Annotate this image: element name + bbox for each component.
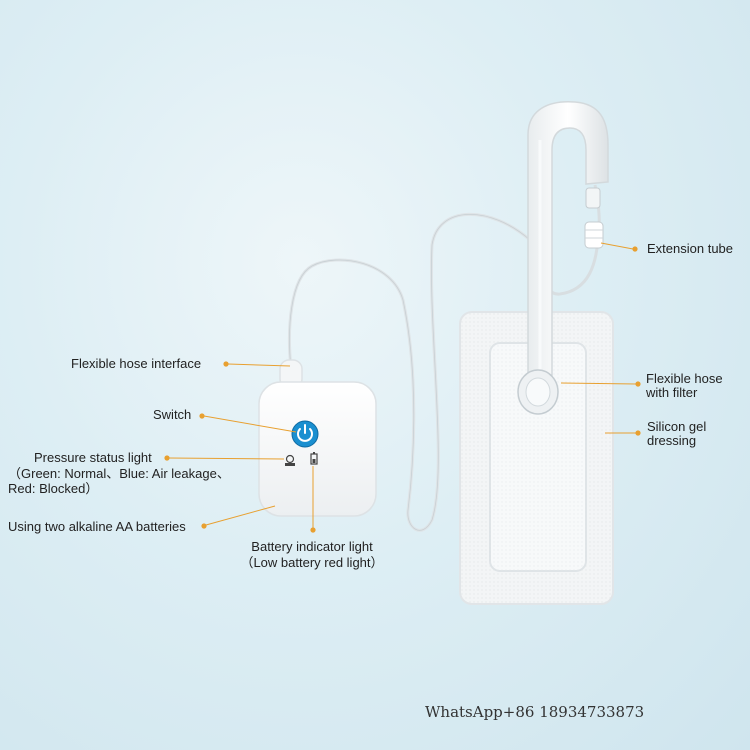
label-dressing-1: Silicon gel <box>647 419 707 434</box>
label-battery-indicator-1: Battery indicator light <box>251 539 373 554</box>
label-pressure-detail-1: （Green: Normal、Blue: Air leakage、 <box>8 466 230 481</box>
label-battery-indicator-2: （Low battery red light） <box>240 555 384 570</box>
label-extension-tube: Extension tube <box>647 241 734 256</box>
label-pressure-detail-2: Red: Blocked） <box>8 481 99 496</box>
pressure-light-icon <box>285 454 295 466</box>
power-icon[interactable] <box>291 420 319 448</box>
pump-device <box>258 359 377 517</box>
leader-lines <box>168 242 637 528</box>
flexible-hose-with-filter <box>527 101 609 376</box>
label-dressing-2: dressing <box>647 433 697 448</box>
contact-text: WhatsApp+86 18934733873 <box>425 703 645 721</box>
label-hose-filter-1: Flexible hose <box>646 371 723 386</box>
label-hose-interface: Flexible hose interface <box>71 356 202 371</box>
label-batteries: Using two alkaline AA batteries <box>8 519 186 534</box>
label-switch: Switch <box>153 407 192 422</box>
leader-dots <box>164 246 641 533</box>
label-pressure-title: Pressure status light <box>34 450 152 465</box>
battery-icon <box>310 452 318 465</box>
label-hose-filter-2: with filter <box>646 385 698 400</box>
